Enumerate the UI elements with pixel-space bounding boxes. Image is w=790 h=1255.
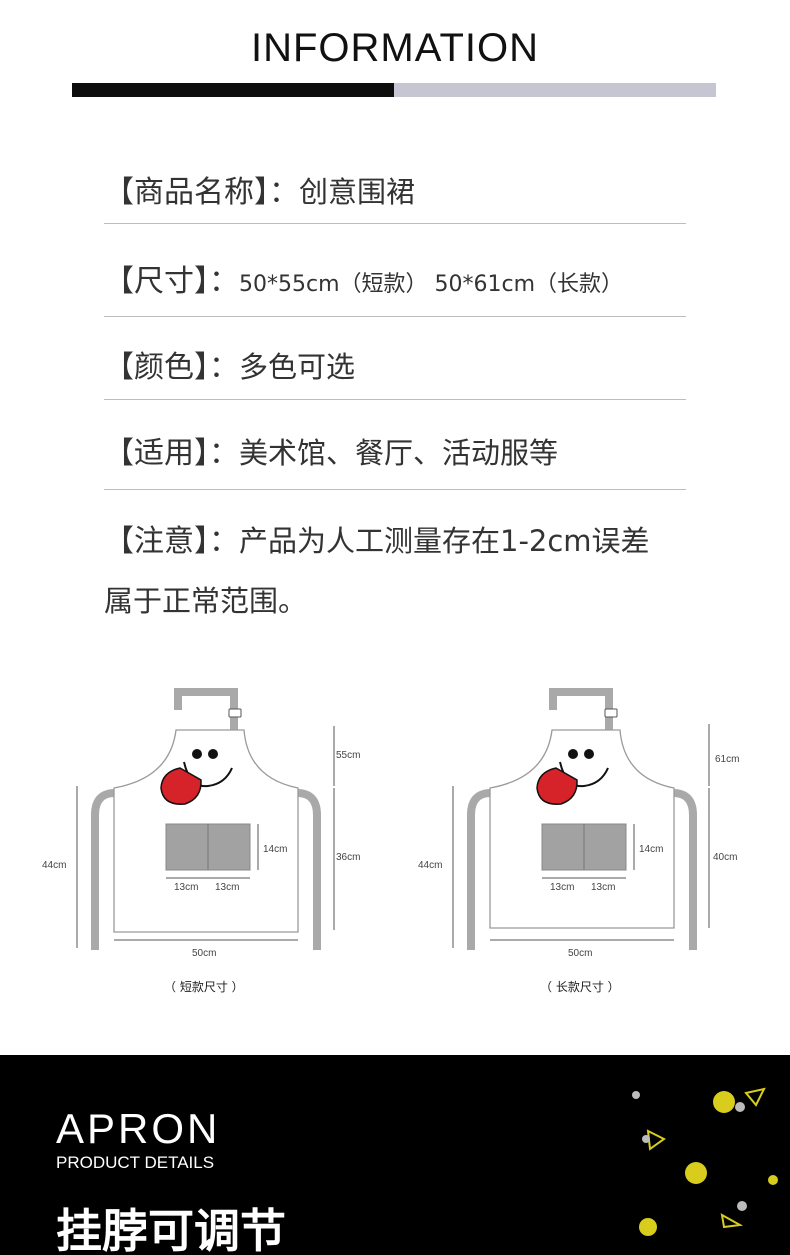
title-bar-light [394, 83, 716, 97]
deco-dot [735, 1102, 745, 1112]
size-label: 【尺寸】： [104, 264, 239, 299]
use-value: 美术馆、餐厅、活动服等 [239, 436, 559, 470]
note-label: 【注意】： [104, 524, 239, 559]
note-value-2: 属于正常范围。 [104, 584, 308, 618]
info-row-name: 【商品名称】：创意围裙 [104, 167, 415, 211]
divider [104, 223, 686, 224]
footer-subtitle: PRODUCT DETAILS [56, 1153, 215, 1172]
info-row-size: 【尺寸】：50*55cm（短款） 50*61cm（长款） [104, 256, 623, 300]
deco-triangle [720, 1213, 744, 1229]
decorative-shapes [632, 1087, 778, 1236]
dim-pocket-w1: 13cm [174, 882, 199, 893]
note-value: 产品为人工测量存在1-2cm误差 [239, 524, 650, 558]
divider [104, 316, 686, 317]
dim-pocket-w1: 13cm [550, 882, 575, 893]
name-label: 【商品名称】： [104, 175, 299, 210]
dim-bottom-height: 40cm [713, 852, 738, 863]
use-label: 【适用】： [104, 436, 239, 471]
apron-diagram-short: 55cm 36cm 44cm 14cm 13cm 13cm 50cm （ 短款尺… [20, 680, 415, 1010]
dim-pocket-w2: 13cm [215, 882, 240, 893]
info-row-use: 【适用】：美术馆、餐厅、活动服等 [104, 428, 558, 472]
caption-short: （ 短款尺寸 ） [164, 980, 244, 994]
info-row-color: 【颜色】：多色可选 [104, 342, 355, 386]
dim-width: 50cm [568, 948, 593, 959]
deco-triangle [646, 1129, 666, 1151]
title-bar-dark [72, 83, 394, 97]
deco-dot [642, 1135, 650, 1143]
deco-dot [632, 1091, 640, 1099]
apron-diagram-long: 61cm 40cm 44cm 14cm 13cm 13cm 50cm （ 长款尺… [396, 680, 790, 1010]
dim-top-height: 55cm [336, 750, 361, 761]
deco-dot [685, 1162, 707, 1184]
color-label: 【颜色】： [104, 350, 239, 385]
apron-long-illustration [452, 688, 710, 950]
apron-short-illustration [76, 688, 335, 950]
deco-dot [768, 1175, 778, 1185]
deco-dot [639, 1218, 657, 1236]
divider [104, 399, 686, 400]
dim-pocket-height: 14cm [263, 844, 288, 855]
dim-width: 50cm [192, 948, 217, 959]
deco-dot [713, 1091, 735, 1113]
deco-triangle [744, 1087, 766, 1107]
dim-pocket-w2: 13cm [591, 882, 616, 893]
footer-banner: APRON PRODUCT DETAILS 挂脖可调节 [0, 1055, 790, 1255]
dim-bottom-height: 36cm [336, 852, 361, 863]
dim-side-height: 44cm [418, 860, 443, 871]
footer-heading: 挂脖可调节 [56, 1204, 286, 1255]
size-value: 50*55cm（短款） 50*61cm（长款） [239, 272, 624, 297]
dim-side-height: 44cm [42, 860, 67, 871]
info-row-note-cont: 属于正常范围。 [104, 578, 307, 620]
name-value: 创意围裙 [299, 175, 416, 209]
info-row-note: 【注意】：产品为人工测量存在1-2cm误差 [104, 516, 650, 560]
divider [104, 489, 686, 490]
dim-pocket-height: 14cm [639, 844, 664, 855]
page-title: INFORMATION [250, 26, 539, 70]
color-value: 多色可选 [239, 350, 356, 384]
dim-top-height: 61cm [715, 754, 740, 765]
caption-long: （ 长款尺寸 ） [540, 980, 620, 994]
deco-dot [737, 1201, 747, 1211]
footer-title: APRON [56, 1105, 221, 1152]
